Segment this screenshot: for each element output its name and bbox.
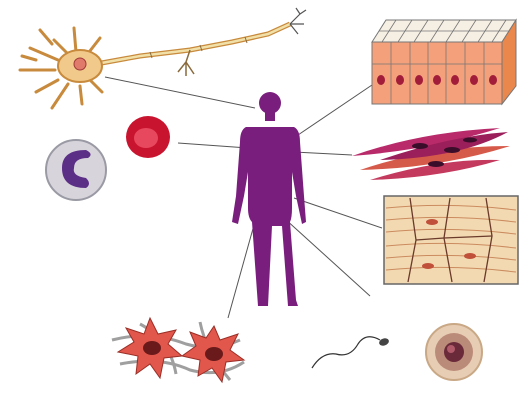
connector-rbc bbox=[178, 143, 248, 148]
red-blood-cell-icon bbox=[126, 116, 170, 158]
smooth-muscle-cells-icon bbox=[352, 128, 510, 180]
neuron-cell-icon bbox=[20, 8, 306, 108]
connector-smooth-muscle bbox=[294, 152, 352, 155]
connector-bone bbox=[228, 225, 254, 318]
egg-cell-icon bbox=[426, 324, 482, 380]
epithelial-tissue-icon bbox=[372, 20, 516, 104]
connector-epithelial bbox=[298, 85, 372, 135]
cardiac-muscle-tissue-icon bbox=[384, 196, 518, 284]
sperm-cell-icon bbox=[312, 337, 390, 368]
body-neck bbox=[265, 111, 275, 121]
body-torso-limbs bbox=[232, 127, 306, 306]
human-body-silhouette bbox=[232, 92, 306, 306]
white-blood-cell-icon bbox=[46, 140, 106, 200]
body-head bbox=[259, 92, 281, 114]
connector-gametes bbox=[284, 218, 370, 296]
bone-cells-icon bbox=[112, 318, 244, 382]
connector-cardiac bbox=[294, 198, 382, 228]
connector-neuron bbox=[105, 77, 255, 108]
